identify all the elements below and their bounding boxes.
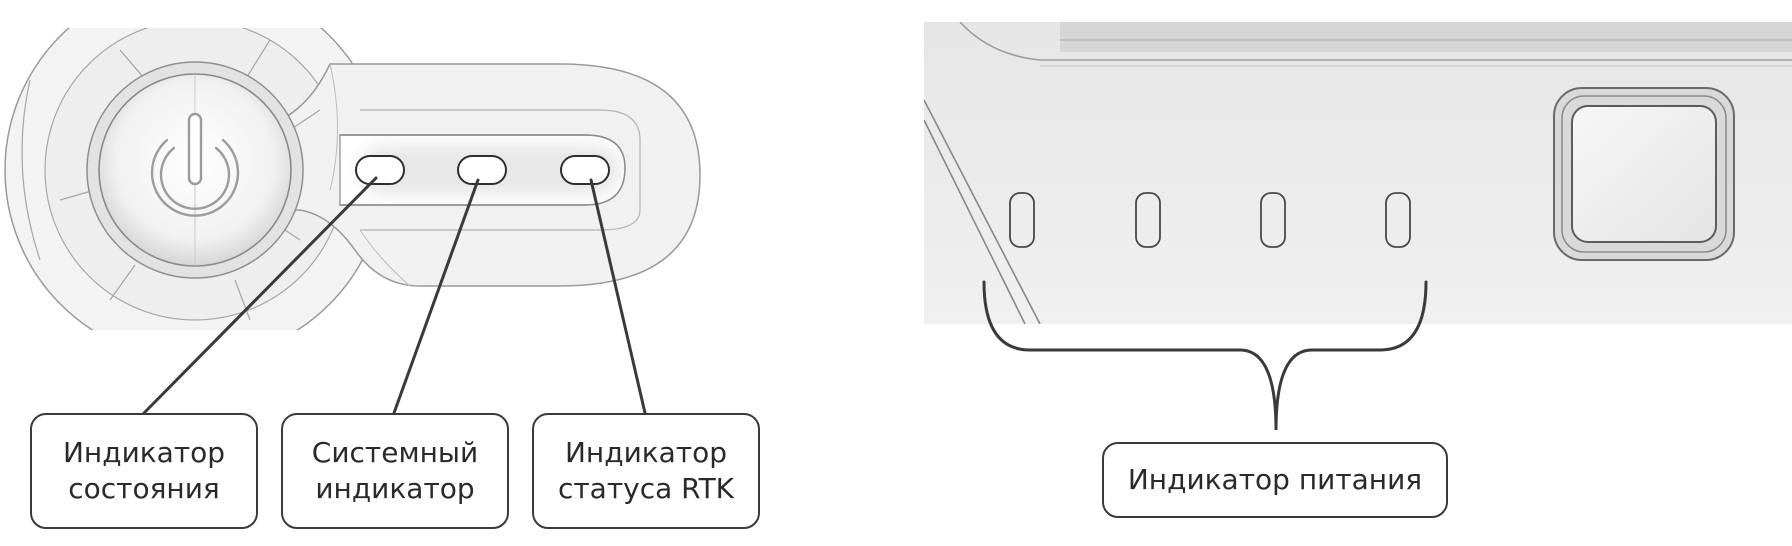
system-led xyxy=(457,155,507,185)
power-led-3 xyxy=(1260,192,1286,248)
power-indicator-label: Индикатор питания xyxy=(1127,463,1423,496)
controller-illustration xyxy=(0,28,720,330)
status-led xyxy=(355,155,405,185)
system-indicator-label-line1: Системный xyxy=(311,436,479,469)
status-leader-line xyxy=(142,176,378,415)
rtk-indicator-label-line1: Индикатор xyxy=(564,436,728,469)
status-indicator-label-line2: состояния xyxy=(68,472,220,505)
system-indicator-label-line2: индикатор xyxy=(315,472,475,505)
status-indicator-callout: Индикатор состояния xyxy=(30,413,258,529)
rtk-indicator-label-line2: статуса RTK xyxy=(557,472,735,505)
power-led-1 xyxy=(1009,192,1035,248)
power-button xyxy=(86,61,304,279)
rtk-leader-line xyxy=(589,178,647,415)
panel-edge-lines xyxy=(924,99,1041,324)
system-leader-line xyxy=(392,178,480,415)
rtk-indicator-callout: Индикатор статуса RTK xyxy=(532,413,760,529)
power-led-4 xyxy=(1385,192,1411,248)
battery-panel-illustration xyxy=(924,22,1792,324)
power-indicator-bracket xyxy=(982,280,1428,431)
power-indicator-callout: Индикатор питания xyxy=(1102,442,1448,518)
battery-check-button xyxy=(1553,87,1735,261)
rtk-led xyxy=(560,155,610,185)
system-indicator-callout: Системный индикатор xyxy=(281,413,509,529)
power-led-2 xyxy=(1135,192,1161,248)
status-indicator-label-line1: Индикатор xyxy=(62,436,226,469)
power-icon xyxy=(150,112,240,217)
left-leader-lines xyxy=(142,176,647,415)
